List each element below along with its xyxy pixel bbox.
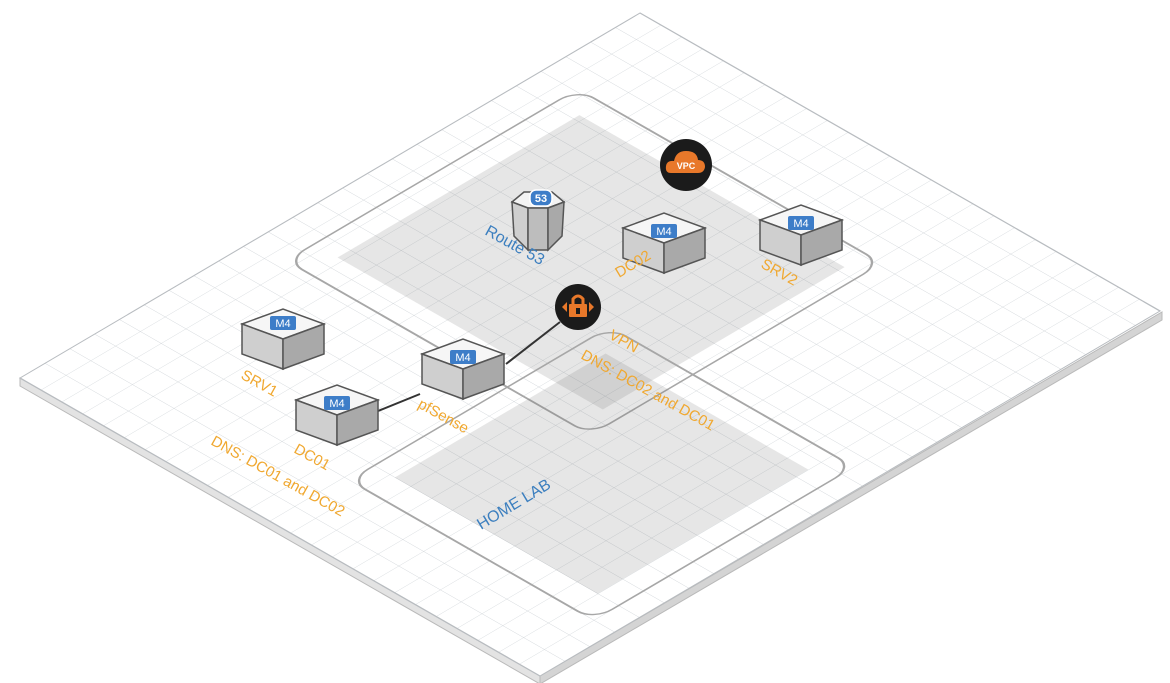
pfsense-instance[interactable]: M4 — [419, 338, 507, 401]
home-lab-zone — [357, 331, 846, 616]
m4-chip — [270, 316, 296, 330]
m4-chip — [651, 224, 677, 238]
m4-chip — [450, 350, 476, 364]
m4-chip — [788, 216, 814, 230]
vpc-icon-label: VPC — [677, 161, 696, 171]
route53-chip — [529, 189, 553, 207]
link-pfsense-vpn — [505, 321, 561, 365]
m4-chip — [324, 396, 350, 410]
srv2-instance[interactable]: M4 — [757, 204, 845, 267]
link-dc01-pfsense — [377, 393, 421, 412]
srv2-chip-label: M4 — [793, 218, 808, 230]
srv1-chip-label: M4 — [275, 318, 290, 330]
srv1-instance[interactable]: M4 — [239, 308, 327, 371]
iso-plane — [18, 12, 1163, 683]
route53-chip-label: 53 — [535, 193, 547, 205]
dc01-chip-label: M4 — [329, 398, 344, 410]
vpn-gateway-icon[interactable] — [555, 284, 601, 330]
route53-service[interactable]: 53 — [510, 189, 566, 252]
connections — [377, 321, 561, 412]
dc02-chip-label: M4 — [656, 226, 671, 238]
pfsense-chip-label: M4 — [455, 352, 470, 364]
vpc-cloud-icon[interactable]: VPC — [660, 139, 712, 191]
dc01-instance[interactable]: M4 — [293, 384, 381, 447]
dc02-instance[interactable]: M4 — [620, 212, 708, 275]
